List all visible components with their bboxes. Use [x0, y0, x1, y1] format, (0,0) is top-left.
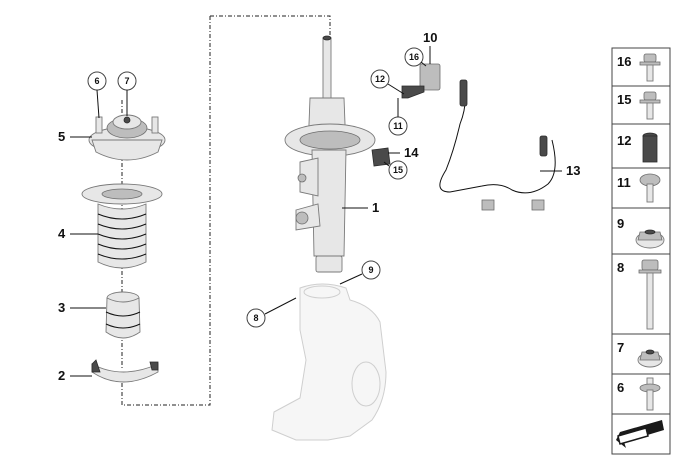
flange-bolt-icon — [639, 53, 661, 82]
svg-text:4: 4 — [58, 226, 66, 241]
dust-boot-part — [81, 183, 163, 269]
callout-11: 11 — [388, 98, 408, 136]
svg-text:6: 6 — [617, 380, 624, 395]
callout-7: 7 — [117, 71, 137, 116]
top-mount-part — [88, 114, 166, 161]
panel-cell-7[interactable] — [611, 333, 671, 375]
steering-knuckle-part — [271, 283, 387, 441]
torx-screw-icon — [639, 173, 661, 203]
callout-2: 2 — [58, 368, 92, 383]
svg-text:3: 3 — [58, 300, 65, 315]
svg-text:1: 1 — [372, 200, 379, 215]
callout-8: 8 — [246, 297, 297, 328]
callout-9: 9 — [339, 260, 381, 285]
callout-6: 6 — [87, 71, 107, 119]
panel-cell-8[interactable] — [611, 253, 671, 335]
svg-text:16: 16 — [409, 52, 419, 62]
svg-text:9: 9 — [617, 216, 624, 231]
long-bolt-icon — [638, 259, 662, 330]
svg-text:15: 15 — [617, 92, 631, 107]
svg-text:6: 6 — [94, 76, 99, 86]
strut-assembly-part — [284, 35, 376, 273]
callout-1: 1 — [342, 200, 379, 215]
svg-text:8: 8 — [253, 313, 258, 323]
callout-15: 15 — [383, 160, 408, 180]
svg-text:9: 9 — [368, 265, 373, 275]
svg-text:16: 16 — [617, 54, 631, 69]
spring-seat-part — [91, 359, 159, 383]
svg-text:7: 7 — [124, 76, 129, 86]
svg-text:5: 5 — [58, 129, 65, 144]
flange-nut-icon — [635, 229, 665, 249]
nav-arrow-icon[interactable] — [616, 420, 664, 448]
fastener-panel: 16 15 12 11 9 — [611, 47, 671, 455]
panel-cell-12[interactable] — [611, 123, 671, 169]
height-sensor-bracket-part — [401, 63, 441, 99]
svg-text:14: 14 — [404, 145, 419, 160]
brake-line-bracket-part — [371, 147, 391, 167]
sensor-cable-part — [439, 79, 556, 211]
panel-cell-9[interactable] — [611, 207, 671, 255]
panel-cell-15[interactable] — [611, 85, 671, 125]
callout-14: 14 — [388, 145, 419, 160]
assembly-boundary-line — [121, 15, 331, 406]
svg-text:13: 13 — [566, 163, 580, 178]
callout-5: 5 — [58, 129, 92, 144]
svg-text:12: 12 — [375, 74, 385, 84]
svg-text:7: 7 — [617, 340, 624, 355]
callout-16: 16 — [404, 47, 427, 67]
svg-text:11: 11 — [617, 175, 631, 190]
flange-bolt-icon — [639, 91, 661, 120]
bump-stop-part — [105, 291, 141, 339]
callout-13: 13 — [540, 163, 580, 178]
flange-nut-icon — [637, 349, 663, 368]
svg-text:11: 11 — [393, 121, 403, 131]
svg-text:12: 12 — [617, 133, 631, 148]
stud-bolt-icon — [639, 377, 661, 411]
callout-10: 10 — [423, 30, 437, 64]
callout-4: 4 — [58, 226, 98, 241]
callout-3: 3 — [58, 300, 106, 315]
rubber-grommet-icon — [642, 132, 658, 163]
svg-text:10: 10 — [423, 30, 437, 45]
callout-12: 12 — [370, 69, 405, 95]
svg-text:8: 8 — [617, 260, 624, 275]
svg-text:15: 15 — [393, 165, 403, 175]
svg-text:2: 2 — [58, 368, 65, 383]
